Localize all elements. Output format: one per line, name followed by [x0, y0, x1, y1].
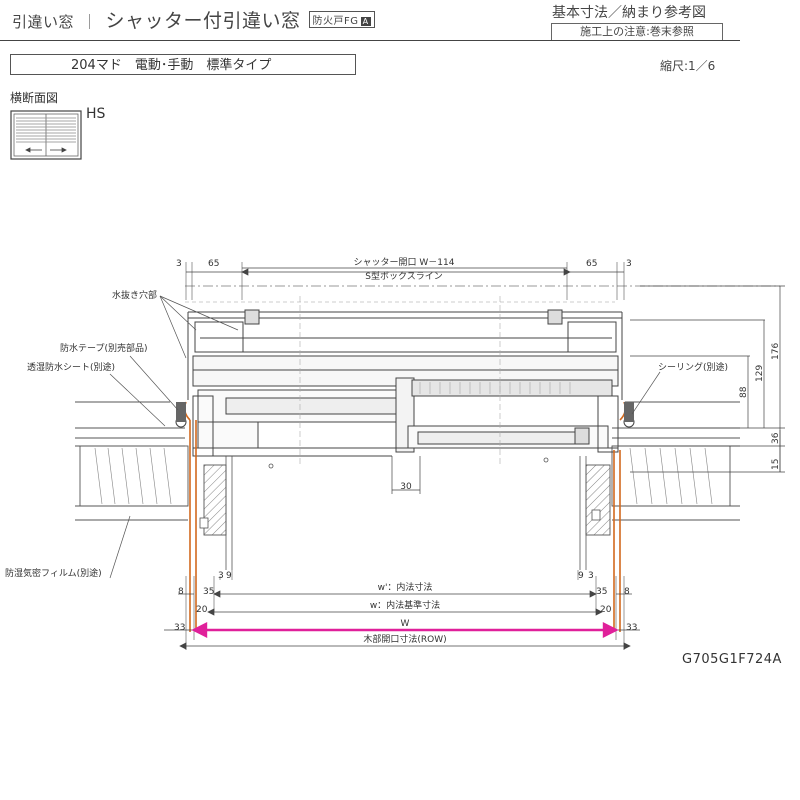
page-title: シャッター付引違い窓 [105, 10, 301, 32]
label-sealing: シーリング(別途) [658, 361, 728, 373]
dim-right-33: 33 [626, 623, 637, 633]
title-separator: ｜ [82, 13, 98, 31]
dim-left-9: 9 [226, 571, 232, 581]
dim-w-standard: w：内法基準寸法 [370, 599, 440, 611]
dim-129: 129 [755, 365, 765, 382]
right-vertical-dims [630, 285, 785, 473]
dim-top-left-3: 3 [176, 259, 182, 269]
scale-label: 縮尺:1／6 [660, 59, 716, 73]
window-type-label: HS [86, 106, 106, 122]
left-wall [75, 401, 189, 521]
w-arrow [191, 622, 619, 638]
header-divider [0, 40, 740, 41]
section-label: 横断面図 [10, 91, 59, 105]
dim-left-35: 35 [203, 587, 214, 597]
label-breathable-sheet: 透湿防水シート(別途) [27, 361, 115, 373]
dim-top-right-3: 3 [626, 259, 632, 269]
reference-title: 基本寸法／納まり参考図 [552, 5, 706, 21]
label-vapor-film: 防湿気密フィルム(別途) [5, 567, 102, 579]
dim-box-line: S型ボックスライン [365, 271, 442, 282]
dim-right-20: 20 [600, 605, 612, 615]
shutter-box [187, 309, 623, 400]
dim-left-20: 20 [196, 605, 208, 615]
dim-left-3: 3 [218, 571, 224, 581]
label-waterproof-tape: 防水テープ(別売部品) [60, 342, 147, 354]
window-frame [192, 355, 619, 457]
product-name: 引違い窓 [12, 13, 75, 31]
dim-row: 木部開口寸法(ROW) [363, 633, 446, 645]
dim-left-33: 33 [174, 623, 185, 633]
dim-W: W [401, 619, 410, 629]
dim-w-prime: w'：内法寸法 [378, 581, 433, 593]
dim-176: 176 [771, 343, 781, 360]
dim-right-3: 3 [588, 571, 594, 581]
dim-right-8: 8 [624, 587, 630, 597]
dim-shutter-open: シャッター開口 W－114 [354, 257, 455, 268]
dim-left-8: 8 [178, 587, 184, 597]
dim-top-right-65: 65 [586, 259, 597, 269]
dim-top-left-65: 65 [208, 259, 219, 269]
drawing-code: G705G1F724A [682, 652, 782, 667]
dim-right-9: 9 [578, 571, 584, 581]
label-drain-hole: 水抜き穴部 [112, 289, 157, 301]
badge-text: 防火戸FG [312, 16, 359, 27]
dim-15: 15 [771, 459, 781, 470]
bottom-dims [164, 590, 640, 650]
dim-30: 30 [400, 482, 412, 492]
dim-36: 36 [771, 432, 781, 444]
top-dimension [186, 268, 624, 276]
badge-mark: A [360, 17, 371, 26]
leader-lines [109, 295, 661, 579]
window-elevation-icon [10, 110, 82, 160]
dim-88: 88 [739, 386, 749, 398]
right-jamb-block [585, 464, 611, 536]
type-label: 204マド 電動･手動 標準タイプ [10, 54, 356, 75]
dim-right-35: 35 [596, 587, 607, 597]
